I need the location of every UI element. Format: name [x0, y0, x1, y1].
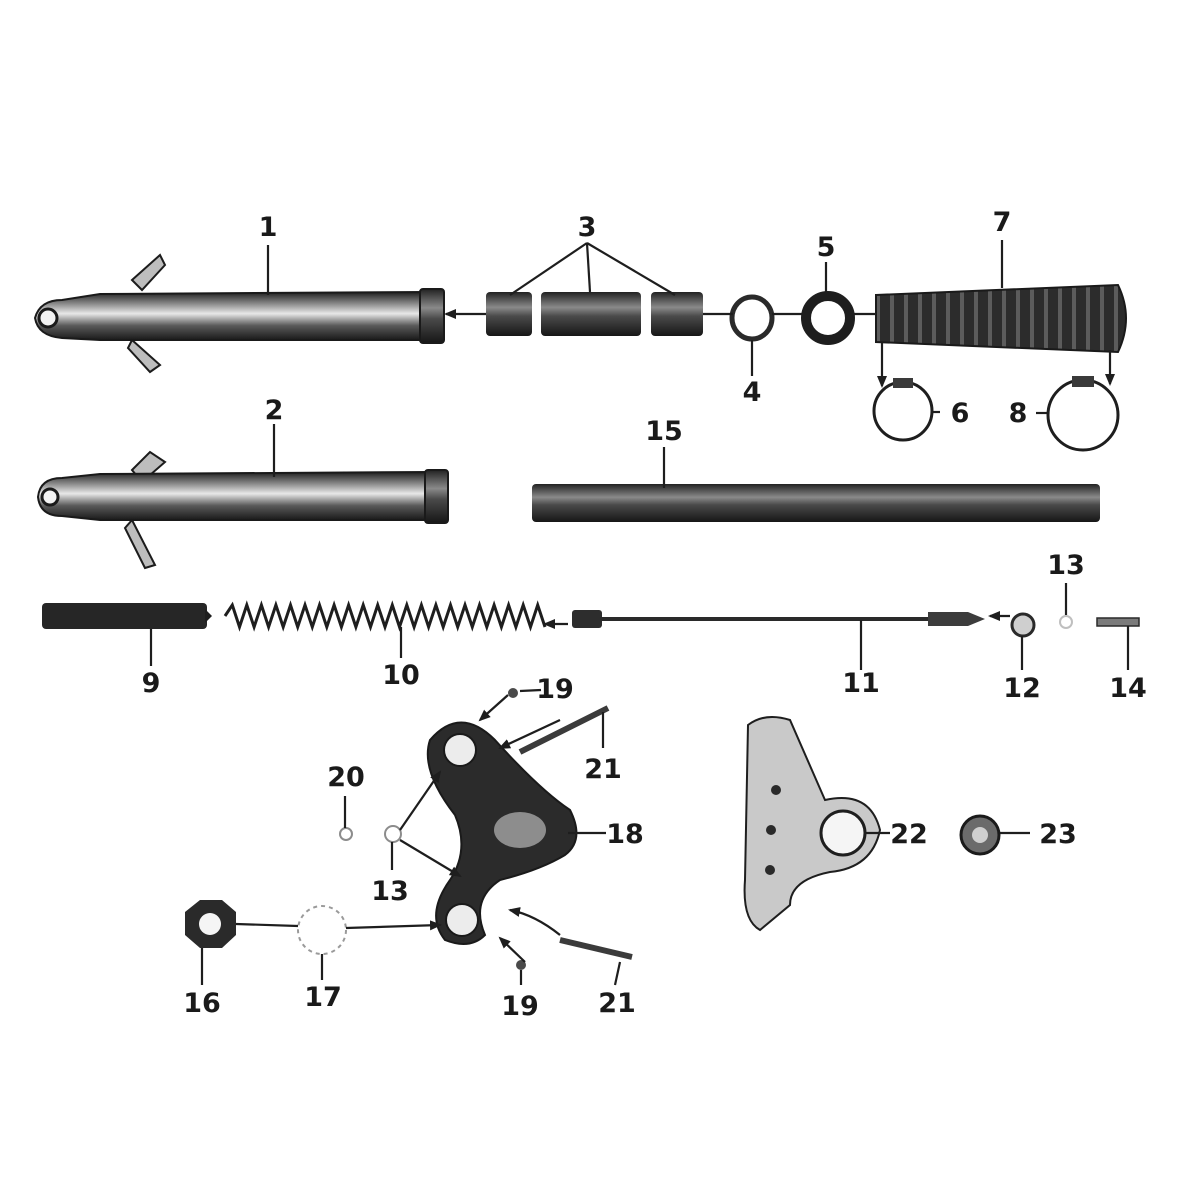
callout-4: 4 — [743, 377, 762, 408]
callout-9: 9 — [142, 668, 161, 699]
callout-6: 6 — [951, 398, 970, 429]
nut-12 — [1010, 612, 1036, 638]
fork-spring-10 — [223, 600, 547, 632]
bushing-set-3 — [486, 292, 703, 336]
ring-nut-16 — [185, 900, 236, 948]
seal-ring-4 — [729, 294, 775, 342]
hose-clamp-8 — [1046, 376, 1120, 452]
callout-15: 15 — [645, 416, 683, 447]
callout-18: 18 — [606, 819, 644, 850]
callout-5: 5 — [817, 232, 836, 263]
rubber-gaiter-7 — [875, 283, 1127, 354]
washer-13-top — [1059, 615, 1073, 629]
screw-19-bottom — [516, 960, 526, 970]
screw-14 — [1096, 617, 1140, 627]
callout-1: 1 — [259, 212, 278, 243]
bolt-21-bottom — [559, 937, 633, 960]
triple-clamp-18 — [426, 721, 578, 945]
callout-11: 11 — [842, 668, 880, 699]
hose-clamp-6 — [872, 378, 934, 442]
callout-19-bottom: 19 — [501, 991, 539, 1022]
callout-2: 2 — [265, 395, 284, 426]
callout-14: 14 — [1109, 673, 1147, 704]
screw-19-top — [508, 688, 518, 698]
washer-20 — [339, 827, 353, 841]
callout-19-top: 19 — [536, 674, 574, 705]
bolt-21-top — [518, 705, 610, 755]
callout-labels: 1 3 5 7 4 6 8 2 15 9 10 11 12 13 14 19 2… — [142, 207, 1147, 1022]
damper-tube-9 — [42, 603, 212, 629]
lock-washer-17 — [297, 905, 347, 955]
nut-23 — [959, 814, 1001, 856]
callout-7: 7 — [993, 207, 1012, 238]
leader-lines — [149, 240, 1130, 986]
callout-16: 16 — [183, 988, 221, 1019]
callout-21-bottom: 21 — [598, 988, 636, 1019]
lower-bracket-22 — [743, 715, 882, 932]
washer-13-lower — [384, 825, 402, 843]
callout-8: 8 — [1009, 398, 1028, 429]
dust-seal-5 — [801, 291, 855, 345]
assembly-arrows — [235, 309, 1115, 963]
callout-10: 10 — [382, 660, 420, 691]
callout-13-top: 13 — [1047, 550, 1085, 581]
callout-17: 17 — [304, 982, 342, 1013]
callout-13-lower: 13 — [371, 876, 409, 907]
damper-rod-11 — [572, 610, 985, 628]
callout-22: 22 — [890, 819, 928, 850]
callout-3: 3 — [578, 212, 597, 243]
fork-slider-1 — [33, 253, 445, 374]
callout-20: 20 — [327, 762, 365, 793]
fork-tube-15 — [532, 484, 1100, 522]
callout-12: 12 — [1003, 673, 1041, 704]
fork-slider-2 — [36, 450, 449, 570]
callout-21-top: 21 — [584, 754, 622, 785]
callout-23: 23 — [1039, 819, 1077, 850]
